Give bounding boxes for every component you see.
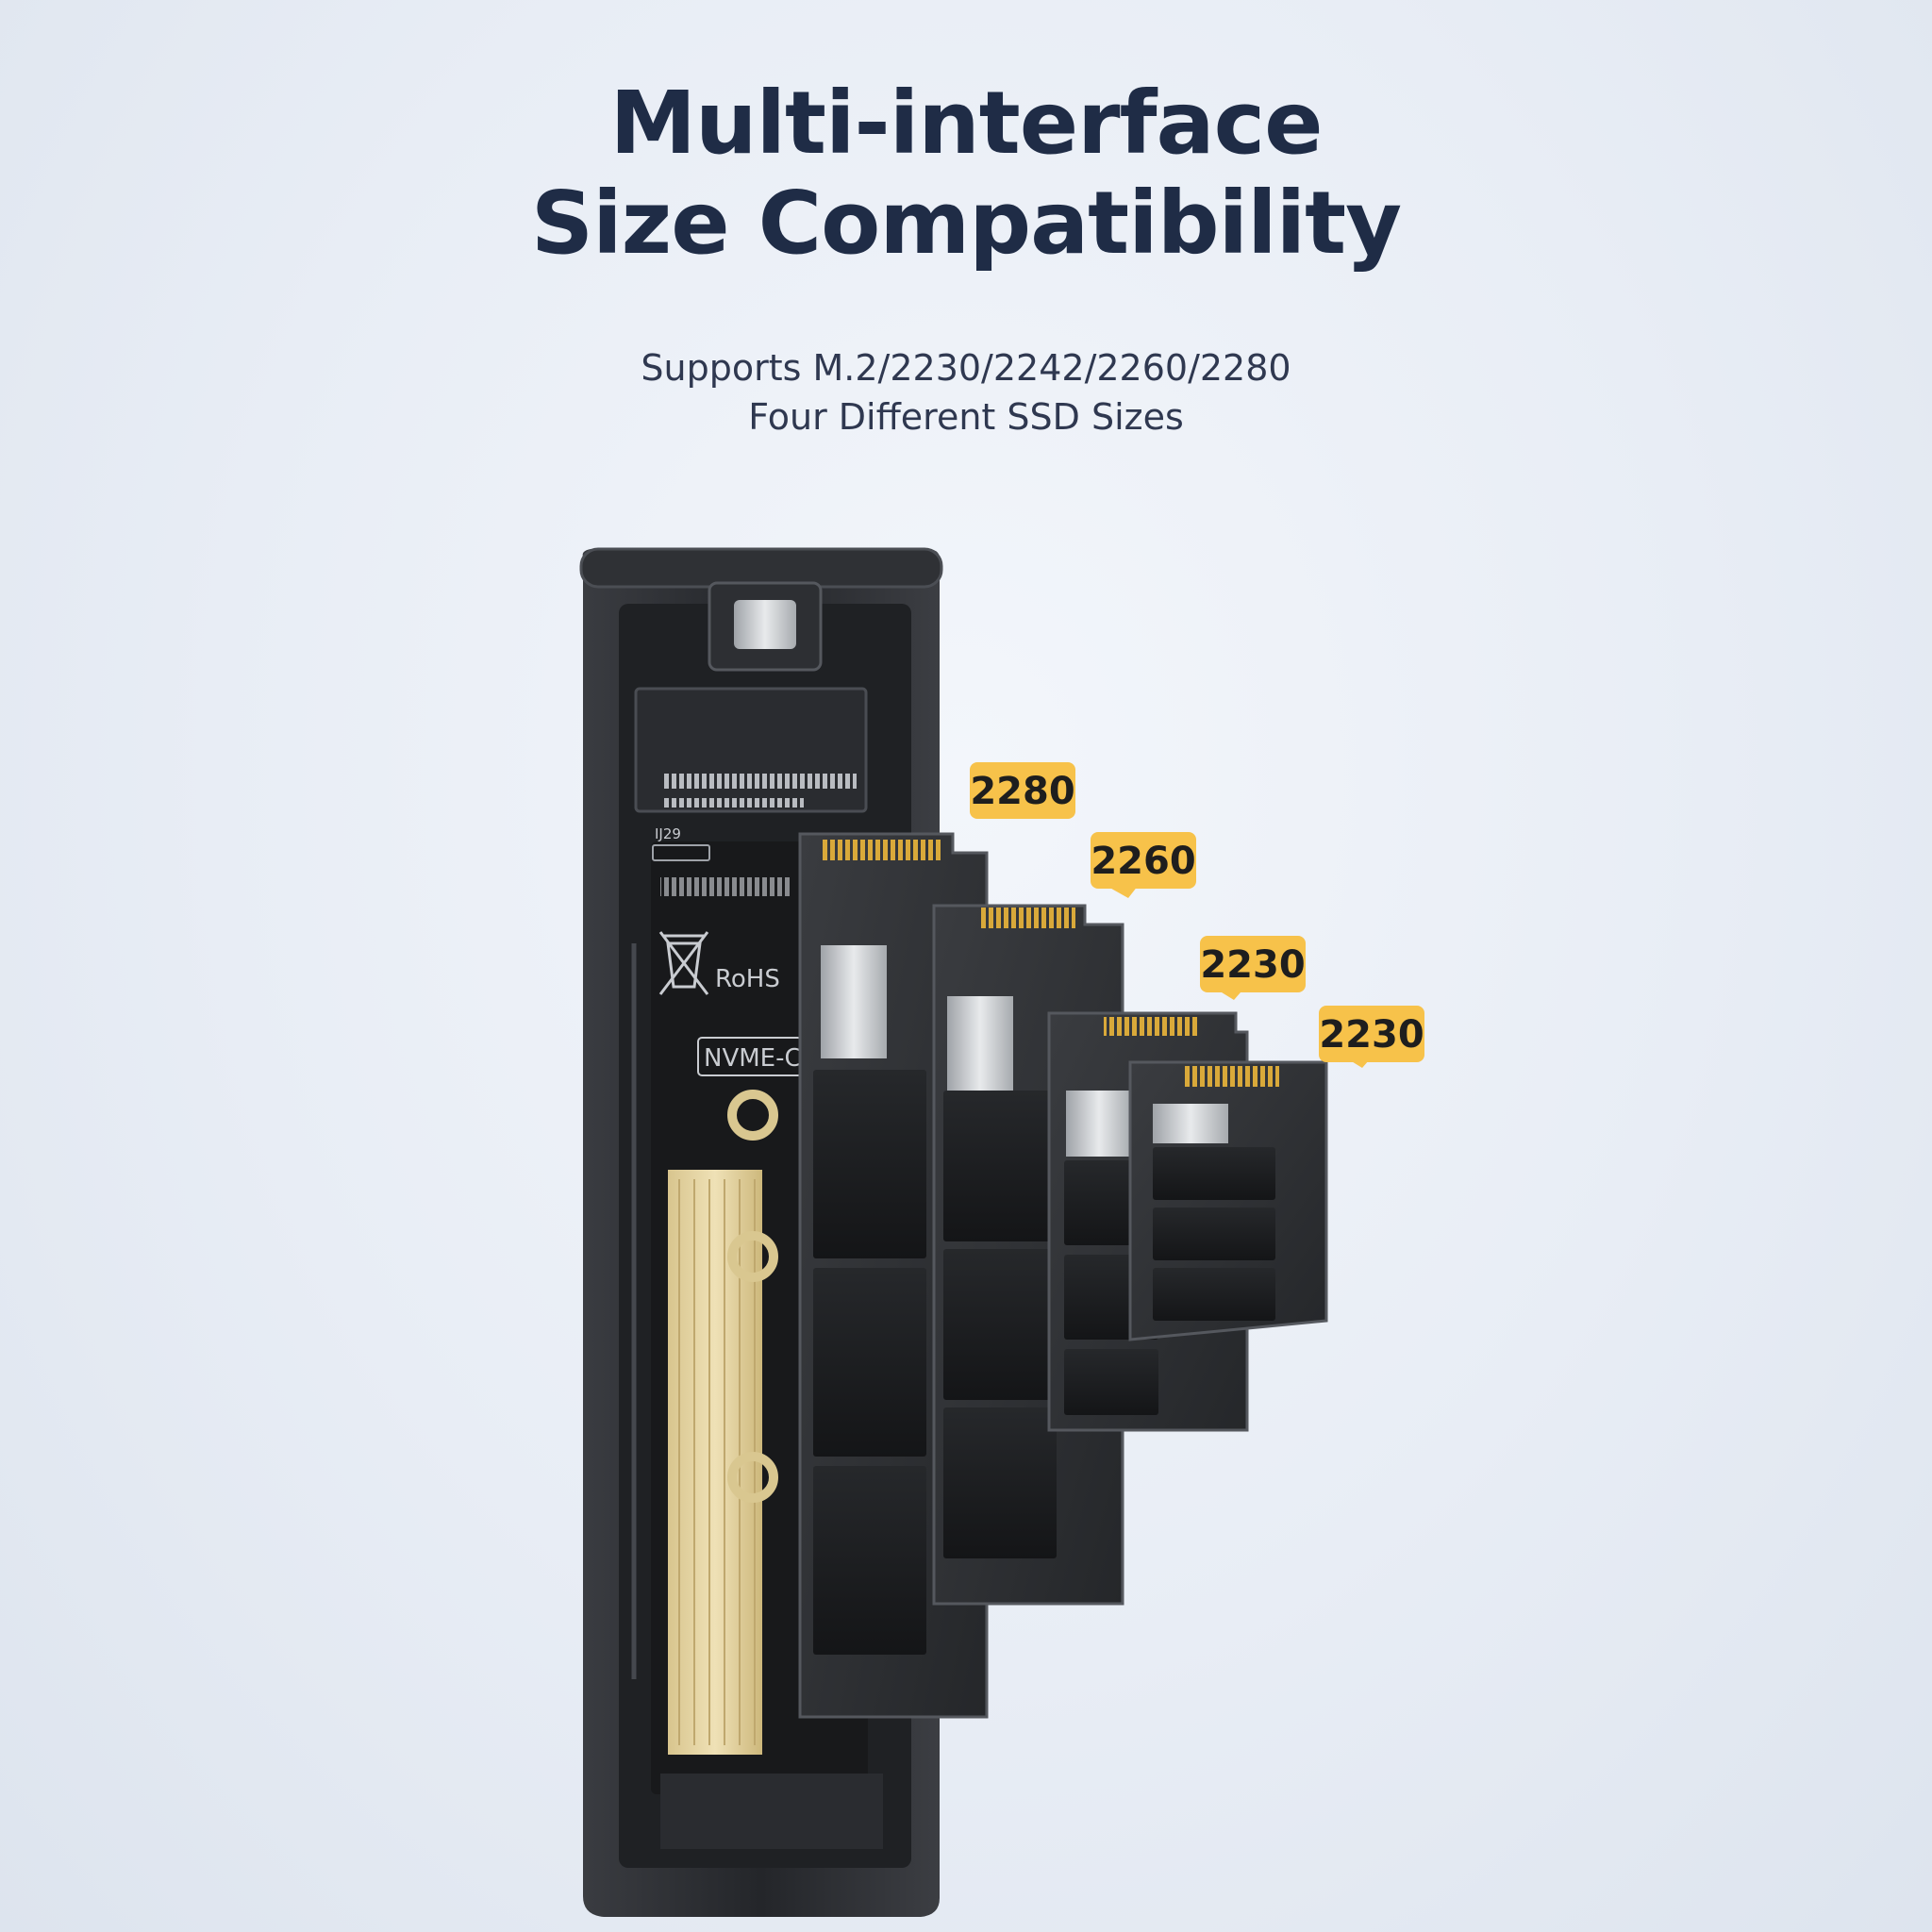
subtitle-line-2: Four Different SSD Sizes (748, 396, 1184, 438)
headline-line-2: Size Compatibility (530, 173, 1402, 274)
svg-text:IJ29: IJ29 (655, 825, 681, 842)
subtitle: Supports M.2/2230/2242/2260/2280 Four Di… (0, 343, 1932, 441)
size-tag-label: 2260 (1091, 840, 1195, 883)
size-tag-2230-b: 2230 (1319, 1006, 1424, 1068)
ssd-2230-b (1128, 1060, 1328, 1341)
size-tag-2260: 2260 (1091, 832, 1196, 898)
subtitle-line-1: Supports M.2/2230/2242/2260/2280 (641, 347, 1291, 389)
size-tag-2230-a: 2230 (1200, 936, 1306, 1000)
headline: Multi-interface Size Compatibility (0, 74, 1932, 274)
size-tag-label: 2230 (1200, 943, 1305, 987)
size-tag-2280: 2280 (970, 762, 1075, 819)
headline-line-1: Multi-interface (609, 73, 1323, 174)
size-tag-label: 2280 (970, 770, 1074, 813)
m2-connector (634, 687, 868, 813)
rohs-text: RoHS (715, 965, 780, 993)
thermal-pad (668, 1170, 762, 1755)
size-tag-label: 2230 (1319, 1013, 1424, 1057)
weee-bin-icon (658, 931, 709, 995)
nvme-text: NVME-C (704, 1044, 802, 1073)
